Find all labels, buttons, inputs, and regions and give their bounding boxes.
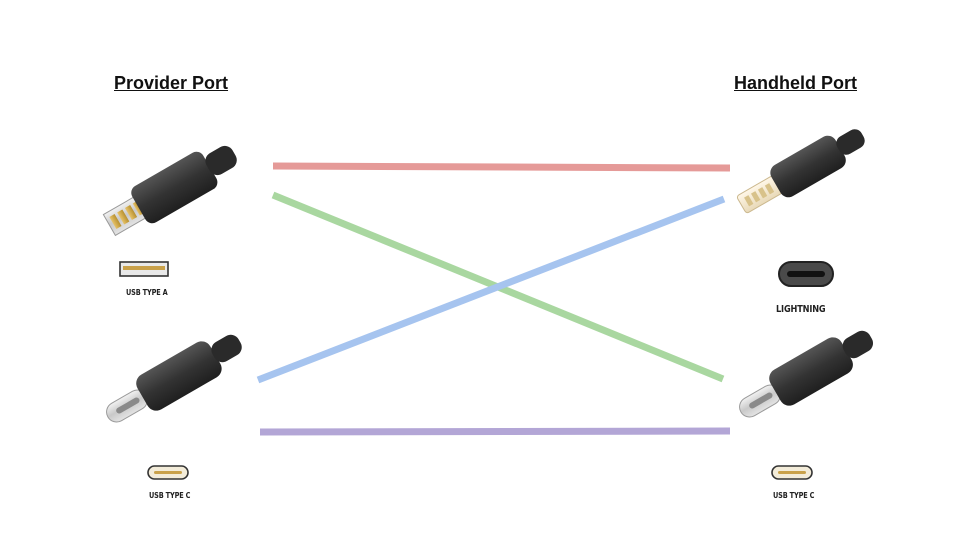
lightning-cable-icon [736, 129, 865, 214]
usb-c-port-right-icon [771, 465, 813, 480]
usb-type-c-left-label: USB TYPE C [149, 491, 191, 500]
usb-type-a-label: USB TYPE A [126, 288, 168, 297]
usb-c-port-left-icon [147, 465, 189, 480]
connection-line-purple [259, 427, 731, 436]
usb-type-c-right-label: USB TYPE C [773, 491, 815, 500]
lightning-port-icon [778, 261, 834, 287]
provider-port-heading: Provider Port [114, 73, 229, 93]
lightning-label: LIGHTNING [776, 304, 826, 315]
usb-a-port-icon [119, 261, 169, 277]
connection-line-red [272, 162, 731, 172]
usb-c-cable-left-icon [106, 334, 242, 423]
usb-a-cable-icon [102, 145, 237, 237]
handheld-port-heading: Handheld Port [734, 73, 858, 93]
usb-c-cable-right-icon [739, 330, 874, 418]
connection-line-blue [256, 195, 726, 384]
